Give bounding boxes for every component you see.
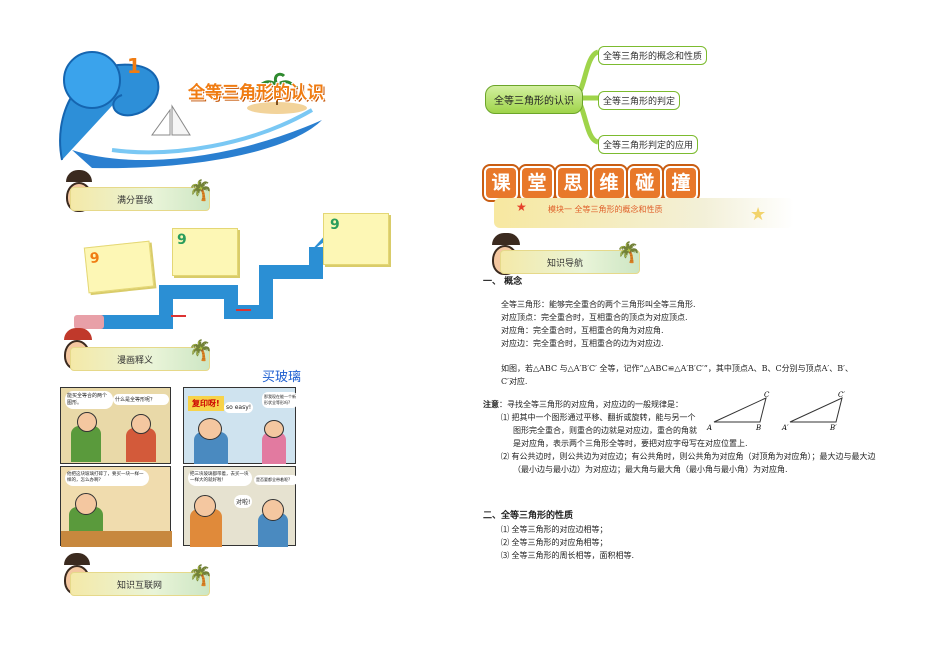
- definition-line: 对应边：完全重合时，互相重合的边为对应边.: [501, 339, 664, 348]
- title-char: 堂: [520, 166, 554, 200]
- triangle-figures: A B C A′ B′ C′: [706, 391, 845, 432]
- title-char: 课: [484, 166, 518, 200]
- example-line: C′对应.: [501, 377, 528, 386]
- definition-line: 对应顶点：完全重合时，互相重合的顶点为对应顶点.: [501, 313, 688, 322]
- vertex-label: A′: [781, 424, 789, 432]
- comic-panel-2: 复印呀! so easy! 那我现在能一个新形状全等形吗?: [183, 387, 298, 464]
- sticky-note-3: 9: [323, 213, 389, 265]
- sticky-note-2: 9: [172, 228, 238, 276]
- note-line: （最小边与最小边）为对应边；最大角与最大角（最小角与最小角）为对应角.: [513, 465, 788, 474]
- banner-full-score: 满分晋级: [70, 187, 210, 211]
- vertex-label: B′: [829, 424, 837, 432]
- section-2-title: 二、全等三角形的性质: [483, 511, 574, 521]
- banner-comic: 漫画释义: [70, 347, 210, 371]
- speech-bubble: 是否要都全带着呢?: [254, 475, 298, 485]
- comic-red-label: 买玻璃: [262, 370, 302, 385]
- title-char: 思: [556, 166, 590, 200]
- banner-knowledge-nav: 知识导航: [500, 250, 640, 274]
- note-line: 是对应角，表示两个三角形全等时，要把对应字母写在对应位置上.: [513, 439, 748, 448]
- palm-icon: 🌴: [616, 240, 641, 264]
- note-line: ⑵ 有公共边时，则公共边为对应边；有公共角时，则公共角为对应角（对顶角为对应角）…: [501, 452, 876, 461]
- mindmap-child-2: 全等三角形的判定: [598, 91, 681, 110]
- mindmap-child-1: 全等三角形的概念和性质: [598, 46, 708, 65]
- example-line: 如图，若△ABC 与△A′B′C′ 全等，记作“△ABC≌△A′B′C′”，其中…: [501, 364, 853, 373]
- banner-label: 漫画释义: [117, 355, 154, 366]
- palm-icon: 🌴: [188, 338, 213, 362]
- speech-bubble: 什么是全等形呢？: [113, 394, 169, 405]
- wave-decoration: 1: [59, 51, 322, 169]
- vertex-label: C′: [838, 391, 845, 399]
- speech-bubble: 那我现在能一个新形状全等形吗?: [262, 392, 298, 408]
- note-intro-text: ：寻找全等三角形的对应角，对应边的一般规律是：: [499, 400, 683, 409]
- page-title: 全等三角形的认识: [188, 83, 324, 103]
- banner-label: 知识导航: [547, 258, 584, 269]
- section-1-title: 一、 概念: [483, 277, 523, 287]
- note-number: 9: [330, 217, 340, 233]
- vertex-label: C: [764, 391, 770, 399]
- burst-label: 复印呀!: [188, 396, 224, 411]
- note-line: 图形完全重合，则重合的边就是对应边，重合的角就: [513, 426, 697, 435]
- property-line: ⑴ 全等三角形的对应边相等；: [501, 525, 608, 534]
- speech-bubble: 对啦!: [234, 495, 253, 508]
- palm-icon: 🌴: [188, 178, 213, 202]
- note-label: 注意: [483, 399, 499, 409]
- title-char: 维: [592, 166, 626, 200]
- speech-bubble: so easy!: [224, 402, 254, 413]
- banner-label: 知识互联网: [117, 580, 163, 591]
- module-banner: ★ 模块一 全等三角形的概念和性质 ★: [494, 198, 794, 228]
- mindmap-root: 全等三角形的认识: [485, 85, 583, 114]
- speech-bubble: 能买全等合的两个图形。: [65, 391, 113, 409]
- star-icon: ★: [516, 200, 527, 214]
- note-number: 9: [177, 232, 187, 248]
- property-line: ⑵ 全等三角形的对应角相等；: [501, 538, 608, 547]
- sticky-note-1: 9: [83, 240, 155, 294]
- banner-label: 满分晋级: [117, 195, 154, 206]
- mindmap-child-3: 全等三角形判定的应用: [598, 135, 699, 154]
- property-line: ⑶ 全等三角形的周长相等，面积相等.: [501, 551, 635, 560]
- speech-bubble: 他把这块玻璃打碎了，要买一块一样一样的，怎么办啊?: [65, 470, 149, 486]
- comic-panel-4: 把三块玻璃都带着，去买一块一样大的就好啦！ 是否要都全带着呢? 对啦!: [183, 466, 298, 547]
- triangle-abc-prime: [789, 397, 843, 423]
- banner-knowledge-net: 知识互联网: [70, 572, 210, 596]
- vertex-label: A: [706, 424, 712, 432]
- star-icon: ★: [750, 204, 767, 225]
- module-label: 模块一 全等三角形的概念和性质: [548, 205, 663, 214]
- palm-icon: 🌴: [188, 563, 213, 587]
- triangle-abc: [713, 397, 767, 423]
- comic-panel-1: 能买全等合的两个图形。 什么是全等形呢？: [60, 387, 171, 464]
- note-number: 9: [89, 250, 101, 267]
- speech-bubble: 把三块玻璃都带着，去买一块一样大的就好啦！: [188, 470, 252, 486]
- note-line: ⑴ 把其中一个图形通过平移、翻折或旋转，能与另一个: [501, 413, 696, 422]
- definition-line: 对应角：完全重合时，互相重合的角为对应角.: [501, 326, 664, 335]
- note-intro: 注意：寻找全等三角形的对应角，对应边的一般规律是：: [483, 398, 683, 411]
- section-big-title: 课堂思维碰撞: [484, 166, 700, 200]
- title-char: 撞: [664, 166, 698, 200]
- vertex-label: B: [755, 424, 761, 432]
- definition-line: 全等三角形：能够完全重合的两个三角形叫全等三角形.: [501, 300, 696, 309]
- comic-panel-3: 他把这块玻璃打碎了，要买一块一样一样的，怎么办啊?: [60, 466, 172, 547]
- svg-text:1: 1: [127, 54, 141, 78]
- title-char: 碰: [628, 166, 662, 200]
